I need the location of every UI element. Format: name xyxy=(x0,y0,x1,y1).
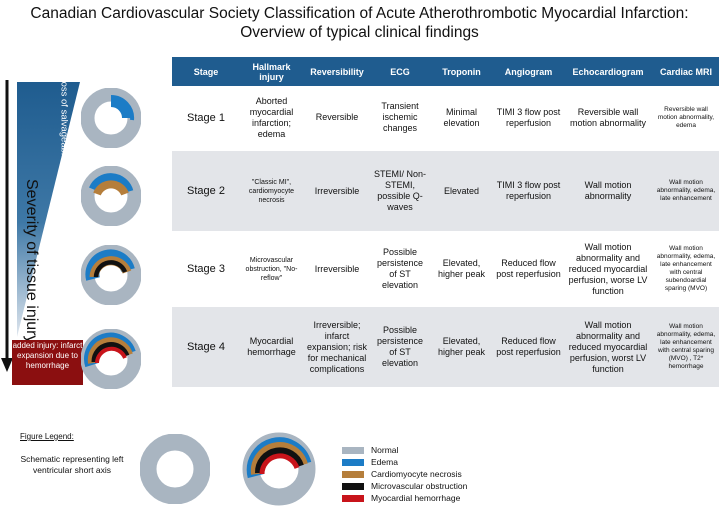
header-stage: Stage xyxy=(172,57,240,86)
legend-item-hemorrhage: Myocardial hemorrhage xyxy=(342,492,460,504)
header-hallmark: Hallmark injury xyxy=(240,57,303,86)
added-injury-box: added injury: infarct expansion due to h… xyxy=(12,340,83,385)
legend-item-microvascular: Microvascular obstruction xyxy=(342,480,467,492)
legend-label: Cardiomyocyte necrosis xyxy=(371,469,462,479)
legend-item-necrosis: Cardiomyocyte necrosis xyxy=(342,468,462,480)
legend-label: Edema xyxy=(371,457,398,467)
title-line-1: Canadian Cardiovascular Society Classifi… xyxy=(30,5,689,22)
legend-label: Normal xyxy=(371,445,399,455)
stage-3-schematic xyxy=(81,245,141,305)
cell-ecg: STEMI/ Non-STEMI, possible Q-waves xyxy=(373,169,426,212)
cell-angiogram: Reduced flow post reperfusion xyxy=(496,258,561,279)
legend-item-edema: Edema xyxy=(342,456,398,468)
legend-label: Myocardial hemorrhage xyxy=(371,493,461,503)
header-echo: Echocardiogram xyxy=(563,57,653,86)
stage-2-schematic xyxy=(81,166,141,226)
cell-troponin: Elevated xyxy=(443,185,480,196)
cell-mri: Wall motion abnormality, edema, late enh… xyxy=(656,323,716,370)
cell-ecg: Transient ischemic changes xyxy=(381,101,419,133)
cell-reversibility: Irreversible xyxy=(314,263,360,274)
cell-stage: Stage 4 xyxy=(187,341,225,353)
salvage-wedge xyxy=(17,82,80,337)
header-angiogram: Angiogram xyxy=(494,57,563,86)
cell-hallmark: Microvascular obstruction, "No-reflow" xyxy=(245,256,298,282)
cell-ecg: Possible persistence of ST elevation xyxy=(376,247,424,290)
cell-ecg: Possible persistence of ST elevation xyxy=(376,325,424,368)
table-row: Stage 2 "Classic MI", cardiomyocyte necr… xyxy=(172,151,719,231)
cell-angiogram: TIMI 3 flow post reperfusion xyxy=(496,106,561,128)
legend-item-normal: Normal xyxy=(342,444,398,456)
severity-arrow xyxy=(1,80,13,372)
cell-stage: Stage 3 xyxy=(187,263,225,275)
cell-echo: Wall motion abnormality and reduced myoc… xyxy=(568,241,648,296)
severity-label: Severity of tissue injury xyxy=(23,179,40,344)
legend-title: Figure Legend: xyxy=(20,432,74,441)
cell-troponin: Elevated, higher peak xyxy=(437,258,486,279)
cell-mri: Wall motion abnormality, edema, late enh… xyxy=(656,245,716,292)
header-troponin: Troponin xyxy=(429,57,494,86)
edema-swatch xyxy=(342,458,364,466)
cell-hallmark: Aborted myocardial infarction; edema xyxy=(249,95,294,139)
cell-mri: Reversible wall motion abnormality, edem… xyxy=(657,105,715,129)
cell-angiogram: TIMI 3 flow post reperfusion xyxy=(496,180,561,201)
cell-hallmark: Myocardial hemorrhage xyxy=(247,336,296,357)
salvage-label: Loss of salvageable myocardium xyxy=(58,76,70,215)
cell-echo: Wall motion abnormality xyxy=(584,180,632,201)
cell-troponin: Minimal elevation xyxy=(443,106,480,128)
microvascular-swatch xyxy=(342,482,364,490)
necrosis-swatch xyxy=(342,470,364,478)
cell-echo: Wall motion abnormality and reduced myoc… xyxy=(568,319,648,374)
stage-4-schematic xyxy=(81,329,141,389)
cell-hallmark: "Classic MI", cardiomyocyte necrosis xyxy=(248,178,295,204)
cell-reversibility: Irreversible; infarct expansion; risk fo… xyxy=(306,319,368,374)
normal-swatch xyxy=(342,446,364,454)
cell-stage: Stage 2 xyxy=(187,185,225,197)
title-line-2: Overview of typical clinical findings xyxy=(240,24,479,41)
legend-label: Microvascular obstruction xyxy=(371,481,468,491)
cell-mri: Wall motion abnormality, edema, late enh… xyxy=(656,179,716,202)
header-mri: Cardiac MRI xyxy=(653,57,719,86)
legend-injury-schematic xyxy=(242,432,316,506)
cell-reversibility: Reversible xyxy=(315,112,359,122)
table-row: Stage 1 Aborted myocardial infarction; e… xyxy=(172,86,719,149)
cell-angiogram: Reduced flow post reperfusion xyxy=(496,336,561,357)
hemorrhage-swatch xyxy=(342,494,364,502)
legend-description: Schematic representing left ventricular … xyxy=(20,454,124,475)
cell-echo: Reversible wall motion abnormality xyxy=(569,106,647,128)
cell-troponin: Elevated, higher peak xyxy=(437,336,486,357)
header-ecg: ECG xyxy=(371,57,429,86)
table-row: Stage 4 Myocardial hemorrhage Irreversib… xyxy=(172,307,719,387)
normal-lv-schematic xyxy=(140,434,210,504)
cell-reversibility: Irreversible xyxy=(314,185,360,196)
header-reversibility: Reversibility xyxy=(303,57,371,86)
cell-stage: Stage 1 xyxy=(187,111,225,124)
table-row: Stage 3 Microvascular obstruction, "No-r… xyxy=(172,233,719,305)
stage-1-schematic xyxy=(81,88,141,148)
